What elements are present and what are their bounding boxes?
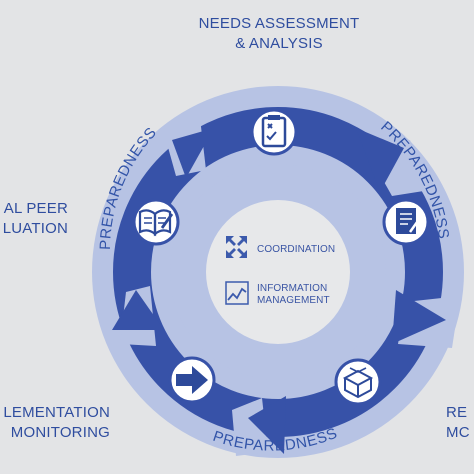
response-label: RE MC	[446, 403, 470, 443]
information-management-line-2: MANAGEMENT	[257, 295, 330, 306]
implementation-line-2: MONITORING	[10, 424, 110, 441]
arrowhead-top-right	[356, 128, 404, 192]
line-chart-icon	[225, 281, 249, 305]
response-line-2: MC	[446, 424, 470, 441]
arrowhead-bottom	[248, 396, 286, 454]
needs-assessment-label: NEEDS ASSESSMENT & ANALYSIS	[0, 14, 474, 54]
response-line-1: RE	[446, 404, 468, 421]
arrowhead-top-left	[172, 128, 214, 178]
checklist-icon	[250, 108, 298, 156]
strategic-plan-icon	[382, 198, 430, 246]
cycle-arrowheads	[112, 128, 446, 454]
needs-assessment-line-1: NEEDS ASSESSMENT	[198, 15, 360, 32]
implementation-line-1: LEMENTATION	[3, 404, 110, 421]
coordination-label: COORDINATION	[257, 244, 336, 255]
package-icon	[334, 358, 382, 406]
peer-review-line-2: LUATION	[2, 220, 68, 237]
peer-review-label: AL PEER LUATION	[3, 199, 68, 239]
information-management-line-1: INFORMATION	[257, 283, 328, 294]
needs-assessment-line-2: & ANALYSIS	[235, 35, 323, 52]
information-management-label: INFORMATION MANAGEMENT	[257, 283, 330, 307]
center-core	[206, 200, 350, 344]
four-arrows-icon	[226, 236, 247, 258]
arrowhead-left	[112, 290, 164, 330]
forward-arrow-icon	[168, 356, 216, 404]
open-book-icon	[132, 198, 180, 246]
arrowhead-right	[392, 290, 446, 344]
implementation-label: LEMENTATION MONITORING	[3, 403, 110, 443]
peer-review-line-1: AL PEER	[3, 200, 68, 217]
